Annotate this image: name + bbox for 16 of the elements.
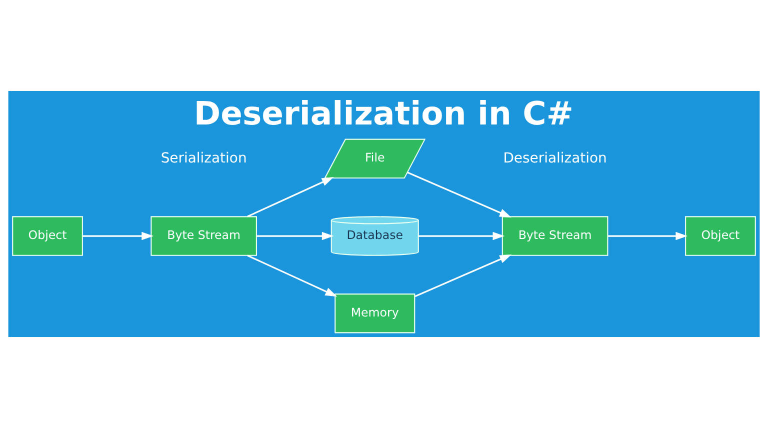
arrow <box>414 254 512 297</box>
arrow <box>82 231 154 240</box>
arrow <box>247 254 338 296</box>
label: Deserialization <box>503 150 607 166</box>
node-box: Byte Stream <box>150 216 257 256</box>
node-box: Memory <box>334 293 416 333</box>
arrow <box>608 231 688 240</box>
label: Serialization <box>160 150 247 166</box>
arrow <box>407 171 512 218</box>
node-box: Object <box>12 216 83 256</box>
arrow <box>256 231 334 240</box>
arrow <box>418 231 505 240</box>
node-box: Byte Stream <box>502 216 608 256</box>
node-box: Object <box>685 216 756 256</box>
diagram-title: Deserialization in C# <box>194 94 574 132</box>
arrow <box>247 176 334 217</box>
